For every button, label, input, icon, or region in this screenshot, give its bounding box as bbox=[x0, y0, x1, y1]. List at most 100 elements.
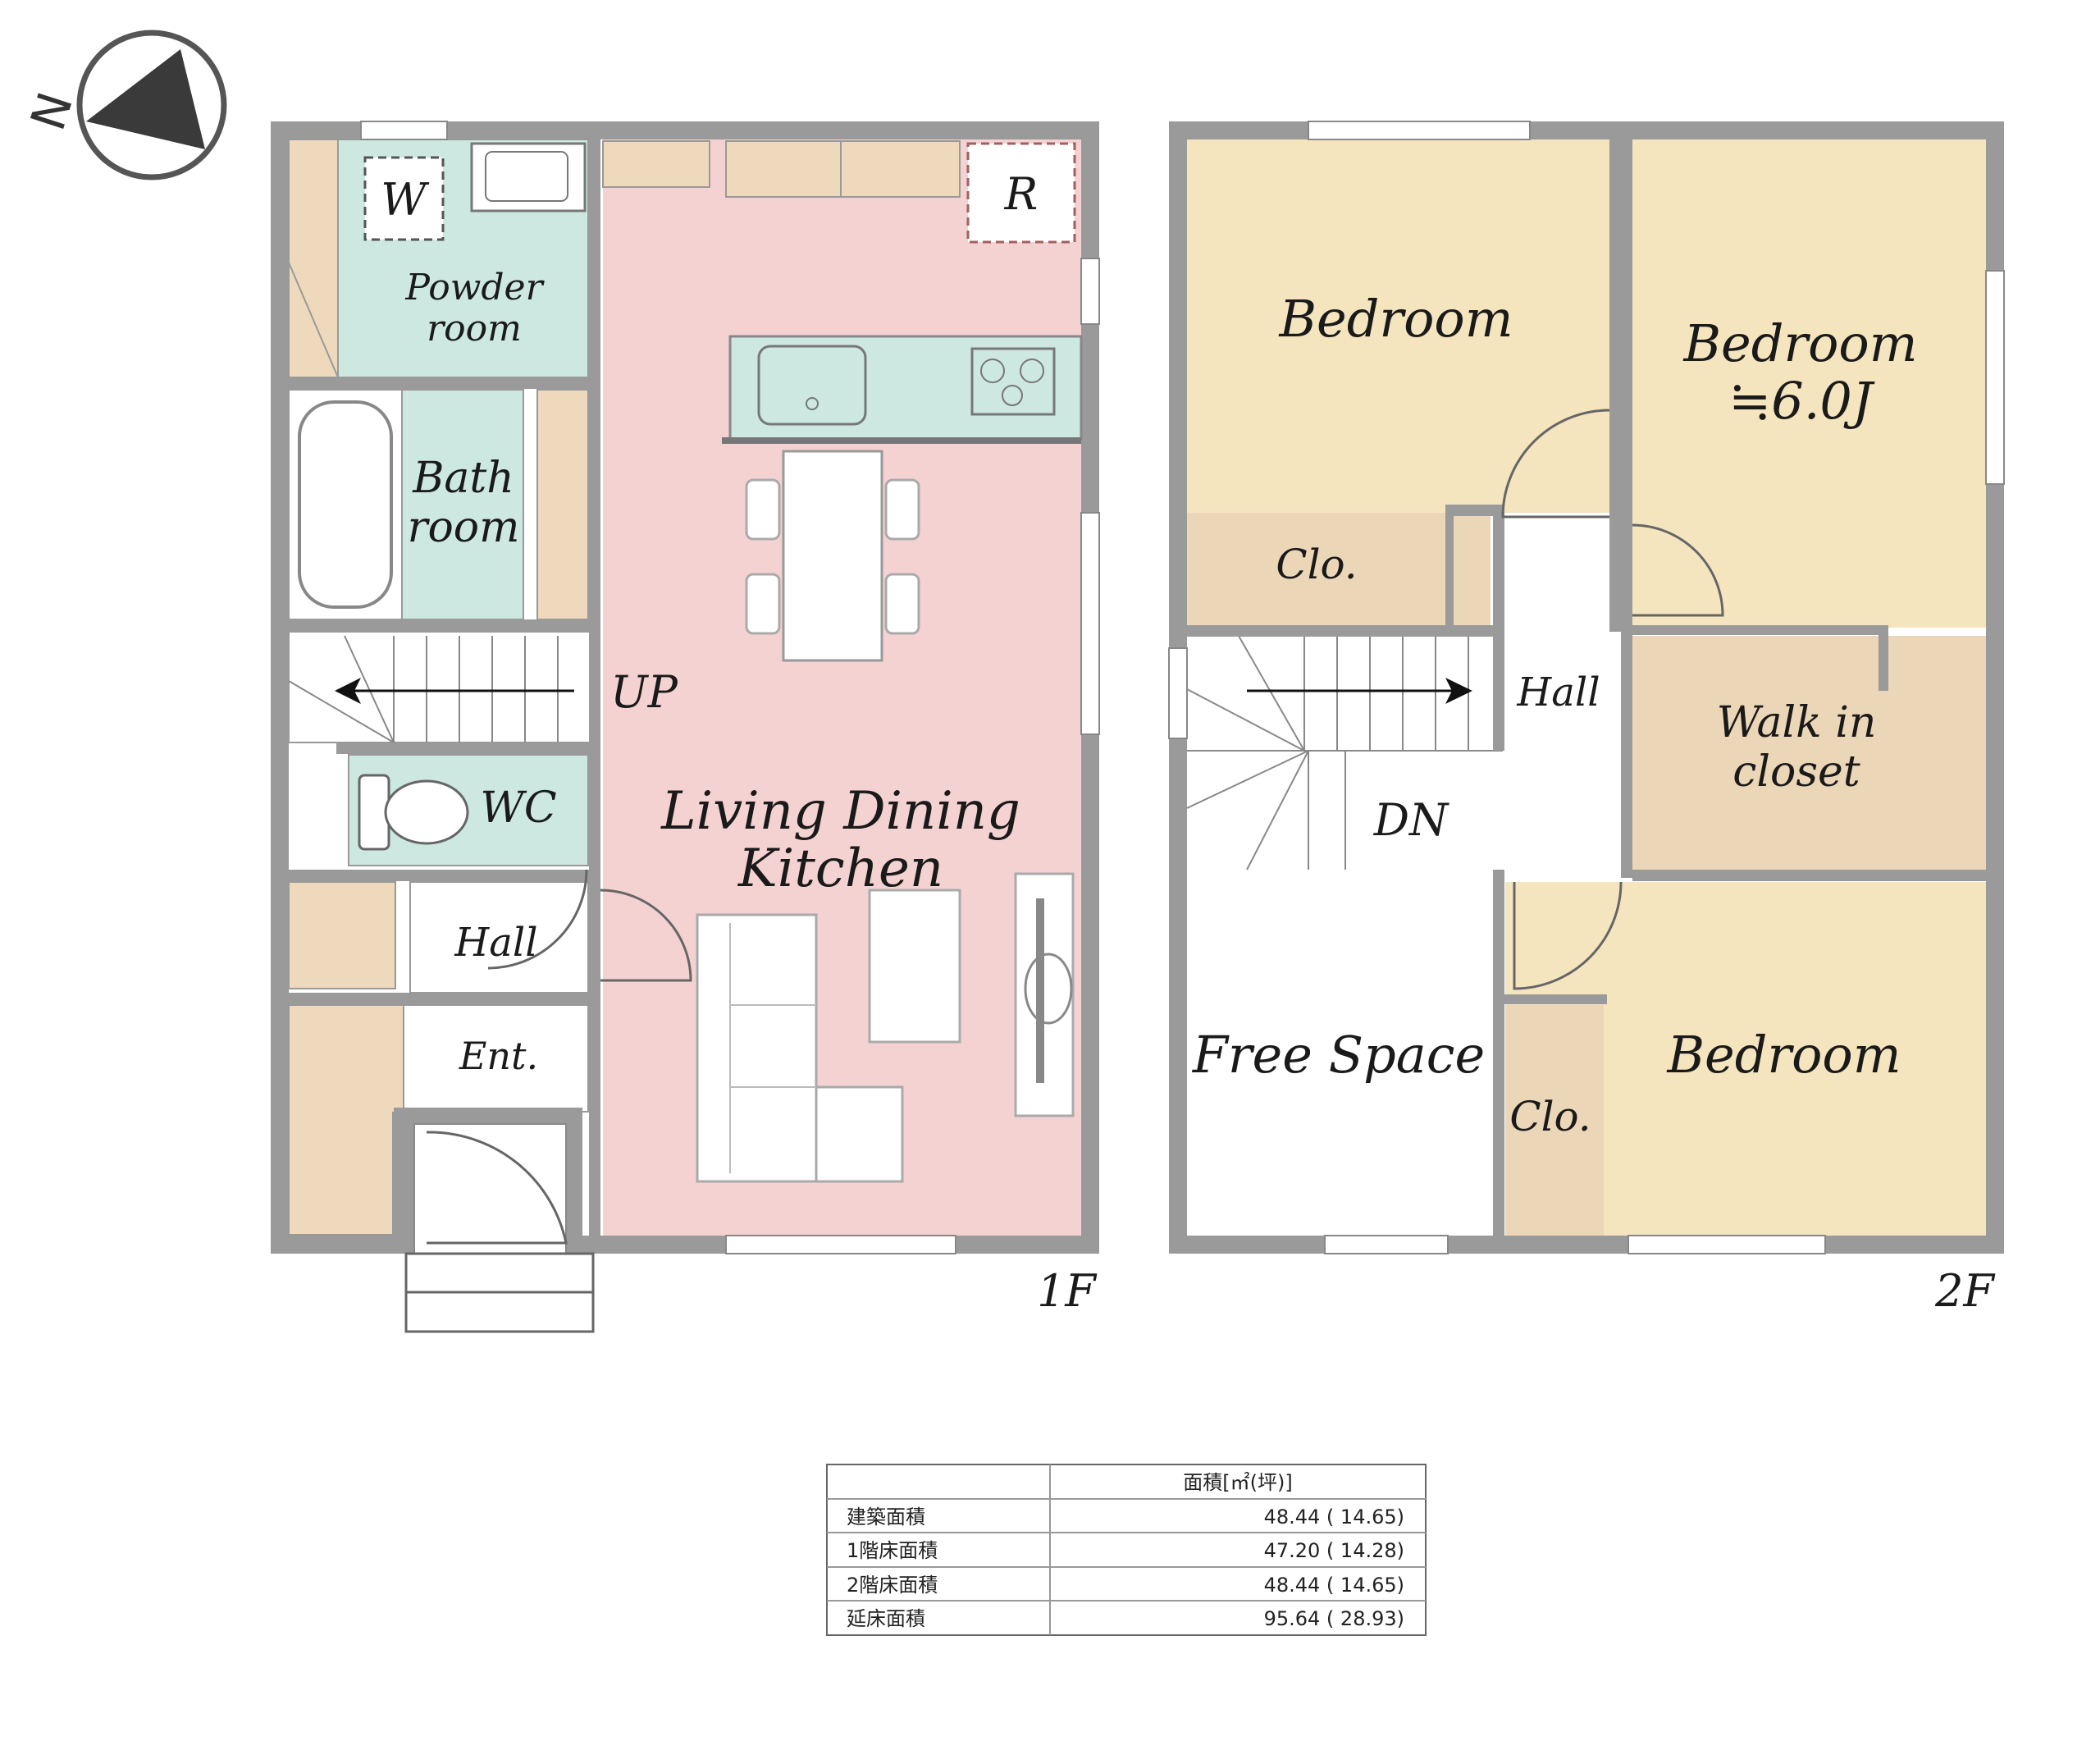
partition bbox=[1632, 870, 1986, 881]
kitchen-cabinet bbox=[602, 140, 710, 188]
partition bbox=[1445, 505, 1495, 516]
walk-in-closet-label: closet bbox=[1732, 747, 1860, 797]
sliding-window bbox=[725, 1235, 956, 1254]
floor1-label: 1F bbox=[1037, 1265, 1098, 1317]
area-table-header: 面積[㎡(坪)] bbox=[1183, 1471, 1292, 1494]
stair-winder bbox=[1186, 750, 1309, 809]
partition bbox=[289, 377, 600, 389]
stair-winder bbox=[288, 680, 395, 743]
sofa bbox=[696, 913, 818, 1183]
bedroom-south-door-swing bbox=[1513, 881, 1623, 990]
washer-space bbox=[363, 156, 445, 241]
partition bbox=[1187, 625, 1503, 637]
walk-in-closet-label: Walk in bbox=[1717, 698, 1877, 747]
entrance-door-swing bbox=[426, 1131, 568, 1245]
bathroom bbox=[401, 389, 524, 620]
hall-door-swing bbox=[487, 869, 588, 970]
partition bbox=[336, 742, 600, 754]
burner bbox=[1020, 359, 1044, 383]
bathtub-area bbox=[288, 389, 403, 620]
bedroom-ne-label: Bedroom bbox=[1682, 313, 1917, 373]
powder-room-label: room bbox=[427, 308, 522, 350]
partition bbox=[289, 993, 600, 1004]
bath-storage bbox=[536, 389, 589, 620]
dining-chair bbox=[745, 478, 781, 541]
bathroom-label: room bbox=[408, 503, 520, 552]
partition bbox=[1504, 994, 1607, 1004]
area-table-frame bbox=[826, 1464, 1427, 1636]
window bbox=[1628, 1235, 1826, 1254]
entrance-label: Ent. bbox=[459, 1034, 538, 1078]
storage-hall bbox=[288, 881, 396, 989]
closet-south bbox=[1505, 1005, 1604, 1236]
burner bbox=[1002, 385, 1023, 406]
free-space-label: Free Space bbox=[1192, 1025, 1485, 1085]
area-row-value: 48.44 ( 14.65) bbox=[1264, 1506, 1404, 1528]
closet-south-label: Clo. bbox=[1509, 1093, 1591, 1140]
partition bbox=[1609, 139, 1621, 632]
fridge-label: R bbox=[1004, 168, 1039, 220]
dining-chair bbox=[745, 573, 781, 635]
toilet-bowl-icon bbox=[384, 779, 469, 845]
ldk-label: Kitchen bbox=[737, 838, 943, 899]
bathtub-icon bbox=[298, 400, 393, 609]
bedroom-nw-label: Bedroom bbox=[1278, 289, 1513, 349]
stove-icon bbox=[970, 347, 1056, 416]
storage-north bbox=[288, 139, 339, 378]
window bbox=[1168, 647, 1188, 739]
hall-1f-label: Hall bbox=[454, 920, 537, 966]
closet-north bbox=[1187, 513, 1445, 628]
window bbox=[360, 121, 448, 140]
stairs-arrow-icon bbox=[1445, 678, 1472, 704]
dining-table bbox=[782, 450, 883, 662]
compass-ring bbox=[76, 30, 227, 180]
closet-north-label: Clo. bbox=[1276, 541, 1357, 588]
kitchen-sink-icon bbox=[757, 345, 867, 426]
wc-label: WC bbox=[480, 784, 556, 833]
area-row-label: 2階床面積 bbox=[847, 1574, 938, 1597]
partition bbox=[289, 870, 600, 881]
stairs-1f bbox=[288, 631, 600, 743]
storage-line bbox=[288, 262, 339, 378]
sink-drain bbox=[806, 397, 819, 410]
dining-chair bbox=[884, 573, 920, 635]
stairs-arrow-icon bbox=[335, 678, 361, 704]
coffee-table bbox=[868, 889, 961, 1044]
powder-room-label: Powder bbox=[404, 267, 545, 308]
floor2-label: 2F bbox=[1934, 1265, 1996, 1317]
walk-in-closet bbox=[1628, 636, 1986, 874]
ldk-area bbox=[603, 139, 1081, 1236]
fridge-space bbox=[966, 142, 1076, 244]
stair-winder bbox=[1246, 750, 1309, 870]
bedroom-south-label: Bedroom bbox=[1666, 1025, 1901, 1085]
compass: N bbox=[20, 30, 227, 180]
north-label: N bbox=[20, 85, 84, 136]
shoe-storage bbox=[288, 1004, 404, 1236]
vanity-bowl bbox=[485, 151, 568, 202]
floor-1: W R Powder room Bath room UP WC Living D… bbox=[271, 121, 1100, 1333]
kitchen-counter bbox=[728, 335, 1083, 441]
stair-winder bbox=[1238, 635, 1305, 752]
bedroom-ne-door-swing bbox=[1632, 523, 1724, 617]
partition bbox=[1632, 625, 1887, 635]
dining-chair bbox=[884, 478, 920, 541]
area-row-value: 47.20 ( 14.28) bbox=[1264, 1539, 1404, 1562]
sofa-ottoman bbox=[815, 1085, 904, 1183]
partition bbox=[1493, 505, 1504, 751]
area-row-value: 95.64 ( 28.93) bbox=[1264, 1607, 1404, 1630]
partition bbox=[392, 1112, 410, 1235]
kitchen-cabinet bbox=[725, 140, 842, 198]
stair-winder bbox=[344, 635, 395, 743]
area-table: 面積[㎡(坪)] 建築面積 48.44 ( 14.65) 1階床面積 47.20… bbox=[826, 1464, 1427, 1636]
window bbox=[1080, 512, 1100, 735]
partition bbox=[1445, 505, 1454, 628]
bedroom-ne bbox=[1628, 139, 1986, 628]
partition bbox=[589, 139, 600, 1236]
area-row-label: 延床面積 bbox=[847, 1607, 925, 1630]
stair-winder bbox=[1186, 688, 1305, 752]
kitchen-cabinet bbox=[840, 140, 961, 198]
partition bbox=[1621, 139, 1632, 878]
ldk-door-swing bbox=[600, 889, 692, 982]
bedroom-nw bbox=[1187, 139, 1614, 513]
bathroom-label: Bath bbox=[412, 454, 514, 503]
